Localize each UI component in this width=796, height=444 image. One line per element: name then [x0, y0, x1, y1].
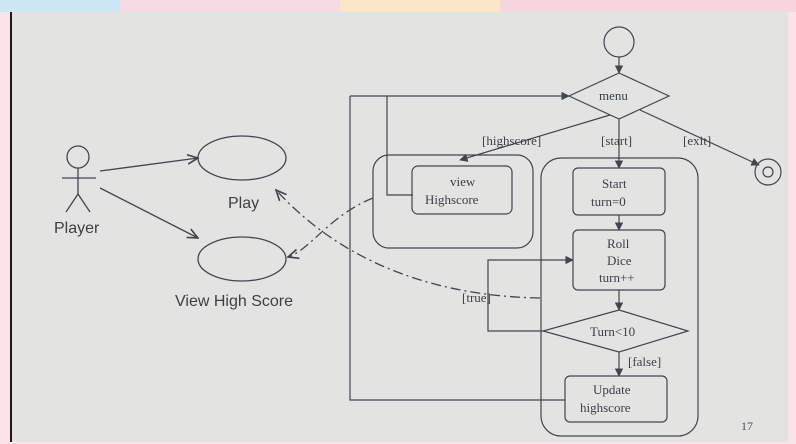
trace-link-play	[276, 190, 541, 299]
roll-dice-line1: Roll	[607, 236, 630, 251]
top-stripe-1	[0, 0, 120, 12]
association-view-high-score	[99, 187, 198, 238]
trace-link-view-high-score	[288, 197, 374, 257]
slide-frame	[10, 12, 788, 442]
use-case-view-high-score	[197, 236, 287, 282]
guard-true: [true]	[462, 290, 491, 305]
top-stripe-3	[340, 0, 500, 12]
decision-turn-label: Turn<10	[590, 324, 635, 339]
association-play	[99, 158, 198, 172]
roll-dice-line2: Dice	[607, 253, 632, 268]
region-view-highscore	[372, 154, 534, 249]
actor-label: Player	[54, 220, 100, 237]
flow-exit	[639, 109, 760, 166]
final-node	[754, 158, 782, 186]
region-play	[540, 157, 699, 437]
view-highscore-line2: Highscore	[425, 192, 479, 207]
guard-start: [start]	[601, 133, 632, 148]
roll-dice-line3: turn++	[599, 270, 635, 285]
start-turn-line2: turn=0	[591, 194, 626, 209]
top-stripe-2	[120, 0, 340, 12]
final-node-dot	[762, 166, 774, 178]
view-highscore-line1: view	[450, 174, 476, 189]
use-case-play	[197, 135, 287, 181]
guard-false: [false]	[628, 354, 661, 369]
initial-node	[603, 26, 635, 58]
update-highscore-line1: Update	[593, 382, 631, 397]
flow-true-loop	[487, 255, 574, 332]
use-case-view-high-score-label: View High Score	[175, 293, 293, 310]
action-view-highscore	[411, 165, 513, 215]
flow-return-inner	[386, 96, 413, 196]
top-stripe-4	[500, 0, 796, 12]
guard-highscore: [highscore]	[482, 133, 541, 148]
page-number: 17	[741, 419, 753, 433]
update-highscore-line2: highscore	[580, 400, 631, 415]
guard-exit: [exit]	[683, 133, 711, 148]
actor-player-figure	[62, 145, 96, 213]
flow-return-outer	[349, 96, 565, 401]
start-turn-line1: Start	[602, 176, 627, 191]
use-case-play-label: Play	[228, 195, 259, 212]
action-update-highscore	[564, 375, 668, 423]
flow-highscore	[459, 114, 611, 162]
decision-menu-label: menu	[599, 88, 628, 103]
